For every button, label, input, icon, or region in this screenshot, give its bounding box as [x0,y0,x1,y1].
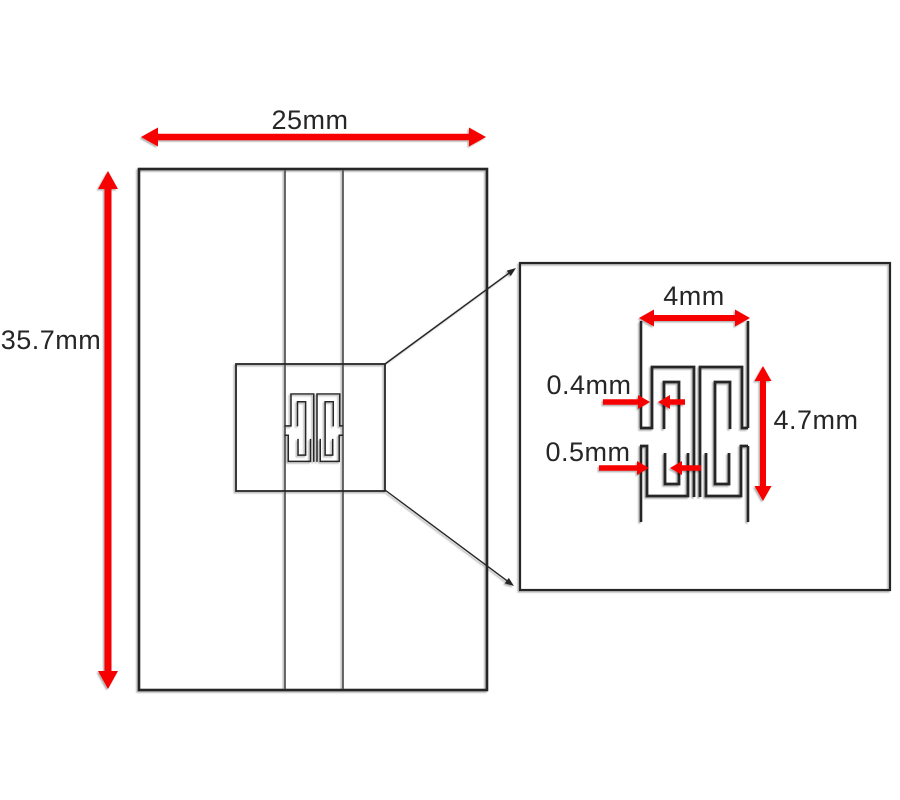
upper-trace-arrow-right-head [658,395,670,409]
resonator-height-arrow-head [754,486,772,501]
zoom-callout-line-top-head [506,268,516,277]
substrate-outline [137,167,489,692]
substrate-drawing [137,167,516,692]
line-width-label: 4mm [663,281,725,311]
zoom-callout-line-top [384,271,512,365]
meander-structure-detail [638,365,750,499]
substrate-width-arrow-head [469,127,486,147]
line-width-arrow-head [639,309,654,327]
lower-trace-arrow-left-head [637,461,649,475]
upper-trace-width-label: 0.4mm [546,370,631,400]
detail-microstrip-edges [639,321,750,522]
resonator-height-label: 4.7mm [773,405,858,435]
detail-drawing [518,261,892,592]
dimension-labels: 25mm 35.7mm 4mm 0.4mm 0.5mm 4.7mm [1,105,858,467]
lower-trace-width-label: 0.5mm [545,437,630,467]
zoom-callout-line-bottom [384,489,510,583]
resonator-height-arrow-head [754,366,772,381]
microstrip-line [284,170,344,689]
detail-box [518,261,892,592]
substrate-height-arrow-head [98,671,118,689]
lower-trace-arrow-right-head [670,461,682,475]
zoom-callout-line-bottom-head [504,577,514,586]
upper-trace-arrow-left-head [638,395,650,409]
substrate-height-label: 35.7mm [1,325,102,355]
line-width-arrow-head [735,309,750,327]
zoom-source-box [235,363,386,492]
dimension-arrows [98,127,772,689]
meander-structure-small [283,393,344,463]
substrate-width-arrow-head [141,127,158,147]
substrate-height-arrow-head [98,171,118,189]
substrate-width-label: 25mm [271,105,348,135]
